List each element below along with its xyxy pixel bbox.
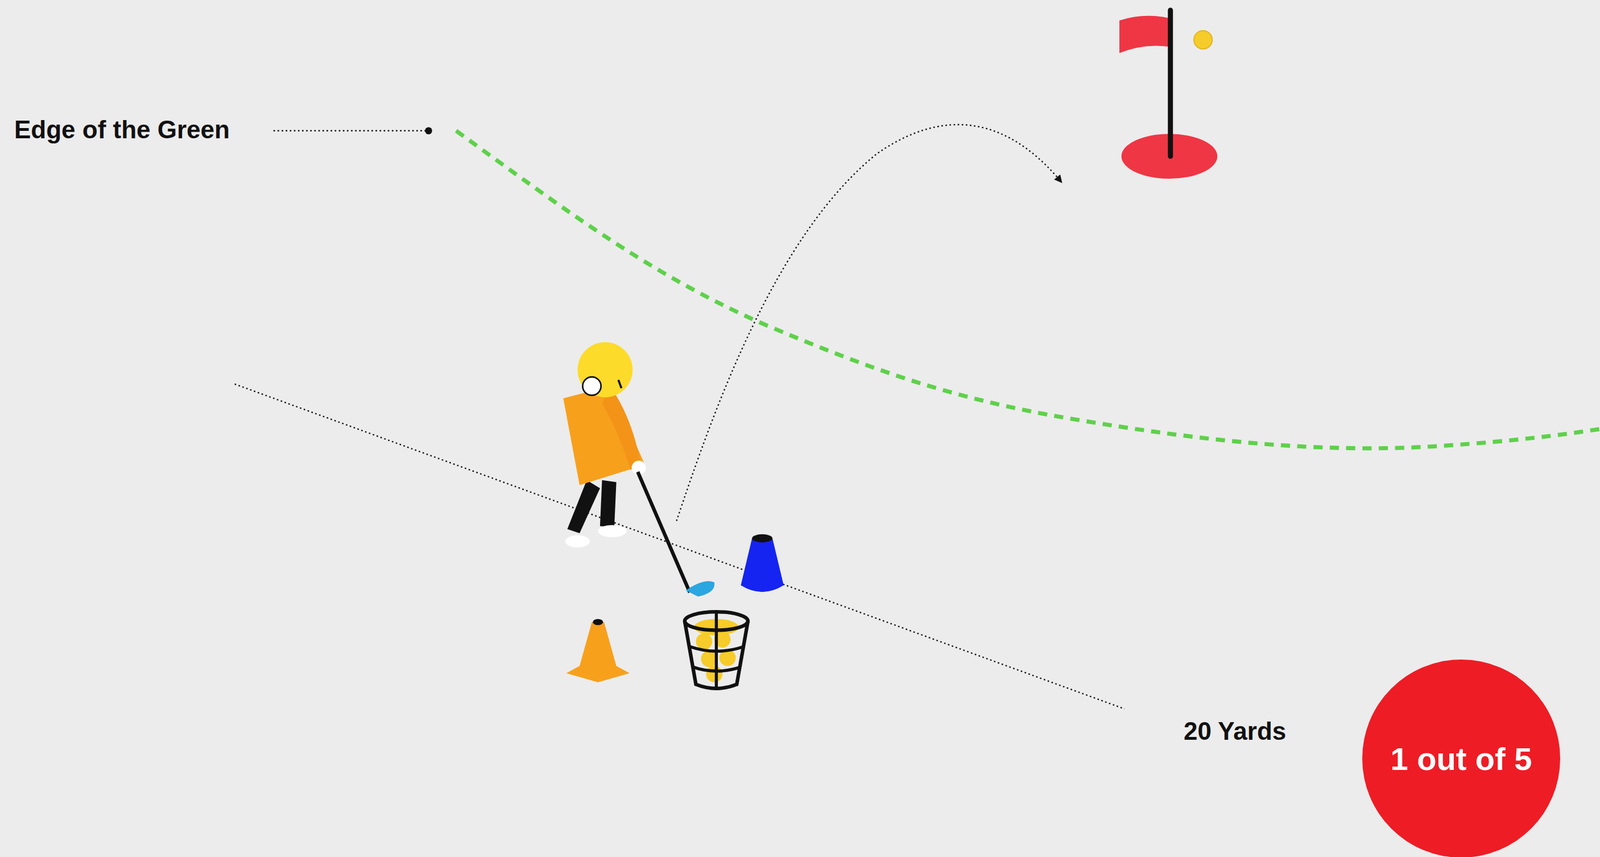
distance-line <box>234 383 1125 709</box>
blue-cone <box>740 534 784 592</box>
green-edge <box>456 130 1600 449</box>
score-circle: 1 out of 5 <box>1362 659 1561 857</box>
flag <box>1119 15 1171 54</box>
score-text: 1 out of 5 <box>1390 739 1533 777</box>
annotation-label: 20 Yards <box>1183 716 1287 746</box>
ball-basket <box>684 611 748 689</box>
flag-pole <box>1167 10 1173 157</box>
golf-ball <box>1193 30 1213 49</box>
leader-dot <box>424 126 433 135</box>
golfer <box>563 341 715 597</box>
ball-flight <box>676 124 1061 521</box>
annotation-label: Edge of the Green <box>14 115 230 144</box>
leader-line <box>273 130 427 132</box>
orange-cone <box>566 618 630 682</box>
